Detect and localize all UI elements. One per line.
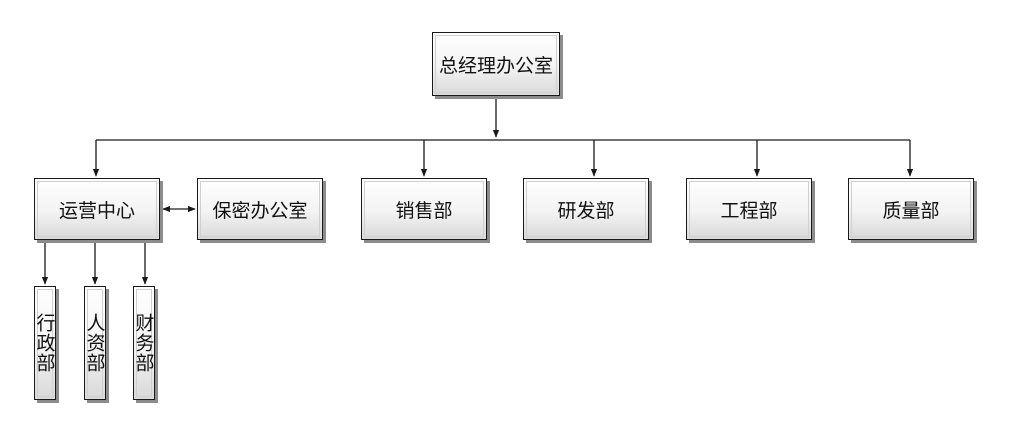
node-label: 行政部 — [33, 313, 56, 373]
node-quality: 质量部 — [848, 178, 974, 240]
node-administration: 行政部 — [34, 286, 56, 400]
node-operations-center: 运营中心 — [34, 178, 160, 240]
node-label: 财务部 — [132, 313, 155, 373]
node-confidential-office: 保密办公室 — [197, 178, 323, 240]
node-engineering: 工程部 — [686, 178, 812, 240]
node-label: 总经理办公室 — [438, 54, 553, 77]
node-label: 保密办公室 — [212, 199, 308, 222]
node-rnd: 研发部 — [523, 178, 649, 240]
node-label: 质量部 — [882, 199, 940, 222]
node-label: 工程部 — [720, 199, 778, 222]
node-label: 人资部 — [83, 313, 106, 373]
node-sales: 销售部 — [361, 178, 487, 240]
node-label: 运营中心 — [58, 199, 135, 222]
node-human-resources: 人资部 — [84, 286, 106, 400]
node-general-manager-office: 总经理办公室 — [432, 32, 560, 96]
node-label: 研发部 — [557, 199, 615, 222]
node-label: 销售部 — [395, 199, 453, 222]
node-finance: 财务部 — [133, 286, 155, 400]
